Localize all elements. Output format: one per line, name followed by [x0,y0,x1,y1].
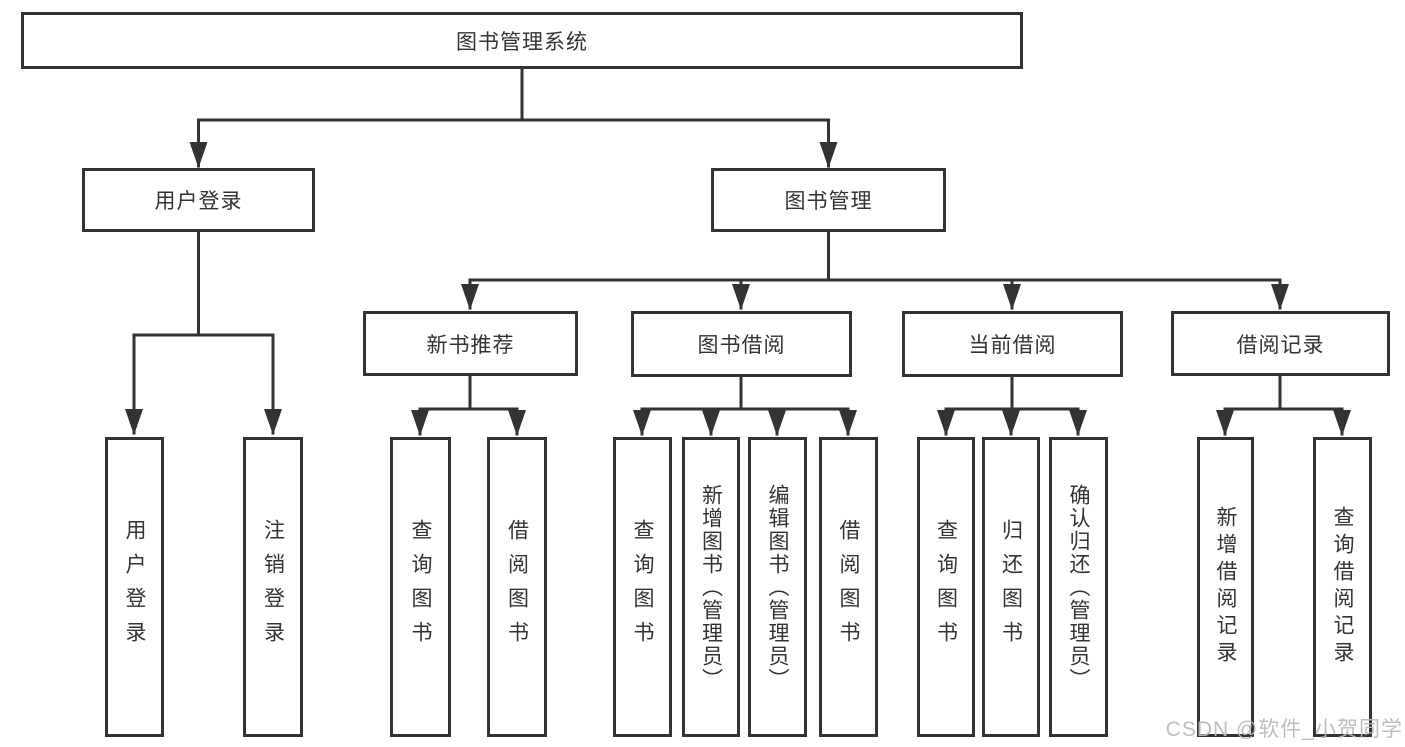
node-new-book-recommend: 新书推荐 [363,311,578,376]
node-root-system-label: 图书管理系统 [456,30,588,54]
leaf-logout-label: 注销登录 [261,519,285,655]
leaf-borrow-book-recommend: 借阅图书 [487,437,547,737]
leaf-return-book-label: 归还图书 [999,519,1023,655]
leaf-confirm-return-admin-label: 确认归还（管理员） [1067,483,1090,691]
leaf-add-book-admin: 新增图书（管理员） [682,437,740,737]
leaf-edit-book-admin: 编辑图书（管理员） [748,437,807,737]
node-current-borrow: 当前借阅 [902,311,1123,377]
leaf-return-book: 归还图书 [982,437,1040,737]
node-current-borrow-label: 当前借阅 [968,334,1057,357]
node-root-system: 图书管理系统 [21,12,1023,69]
leaf-query-book-borrow: 查询图书 [613,437,672,737]
leaf-query-book-recommend-label: 查询图书 [409,519,432,655]
leaf-query-book-recommend: 查询图书 [390,437,451,737]
leaf-add-book-admin-label: 新增图书（管理员） [699,483,723,691]
leaf-user-login: 用户登录 [105,437,164,737]
leaf-user-login-label: 用户登录 [123,519,146,655]
node-user-login-label: 用户登录 [154,190,243,213]
leaf-add-borrow-record: 新增借阅记录 [1197,437,1254,737]
node-book-management-label: 图书管理 [784,190,873,213]
node-user-login: 用户登录 [82,168,315,232]
node-book-borrow-label: 图书借阅 [697,334,786,357]
leaf-borrow-book-recommend-label: 借阅图书 [505,519,529,655]
node-book-management: 图书管理 [711,168,946,232]
node-new-book-recommend-label: 新书推荐 [426,333,515,357]
leaf-edit-book-admin-label: 编辑图书（管理员） [766,483,789,691]
leaf-query-book-borrow-label: 查询图书 [631,519,654,655]
leaf-query-book-current: 查询图书 [917,437,975,737]
leaf-query-book-current-label: 查询图书 [934,519,958,655]
csdn-watermark: CSDN @软件_小贺同学 [1165,718,1403,741]
leaf-add-borrow-record-label: 新增借阅记录 [1214,506,1237,668]
leaf-logout: 注销登录 [243,437,303,737]
leaf-confirm-return-admin: 确认归还（管理员） [1049,437,1108,737]
leaf-borrow-book: 借阅图书 [819,437,878,737]
leaf-query-borrow-record: 查询借阅记录 [1313,437,1372,737]
node-borrow-records: 借阅记录 [1171,311,1390,376]
leaf-borrow-book-label: 借阅图书 [837,519,860,655]
leaf-query-borrow-record-label: 查询借阅记录 [1331,506,1354,668]
node-borrow-records-label: 借阅记录 [1236,333,1325,357]
node-book-borrow: 图书借阅 [631,311,852,377]
